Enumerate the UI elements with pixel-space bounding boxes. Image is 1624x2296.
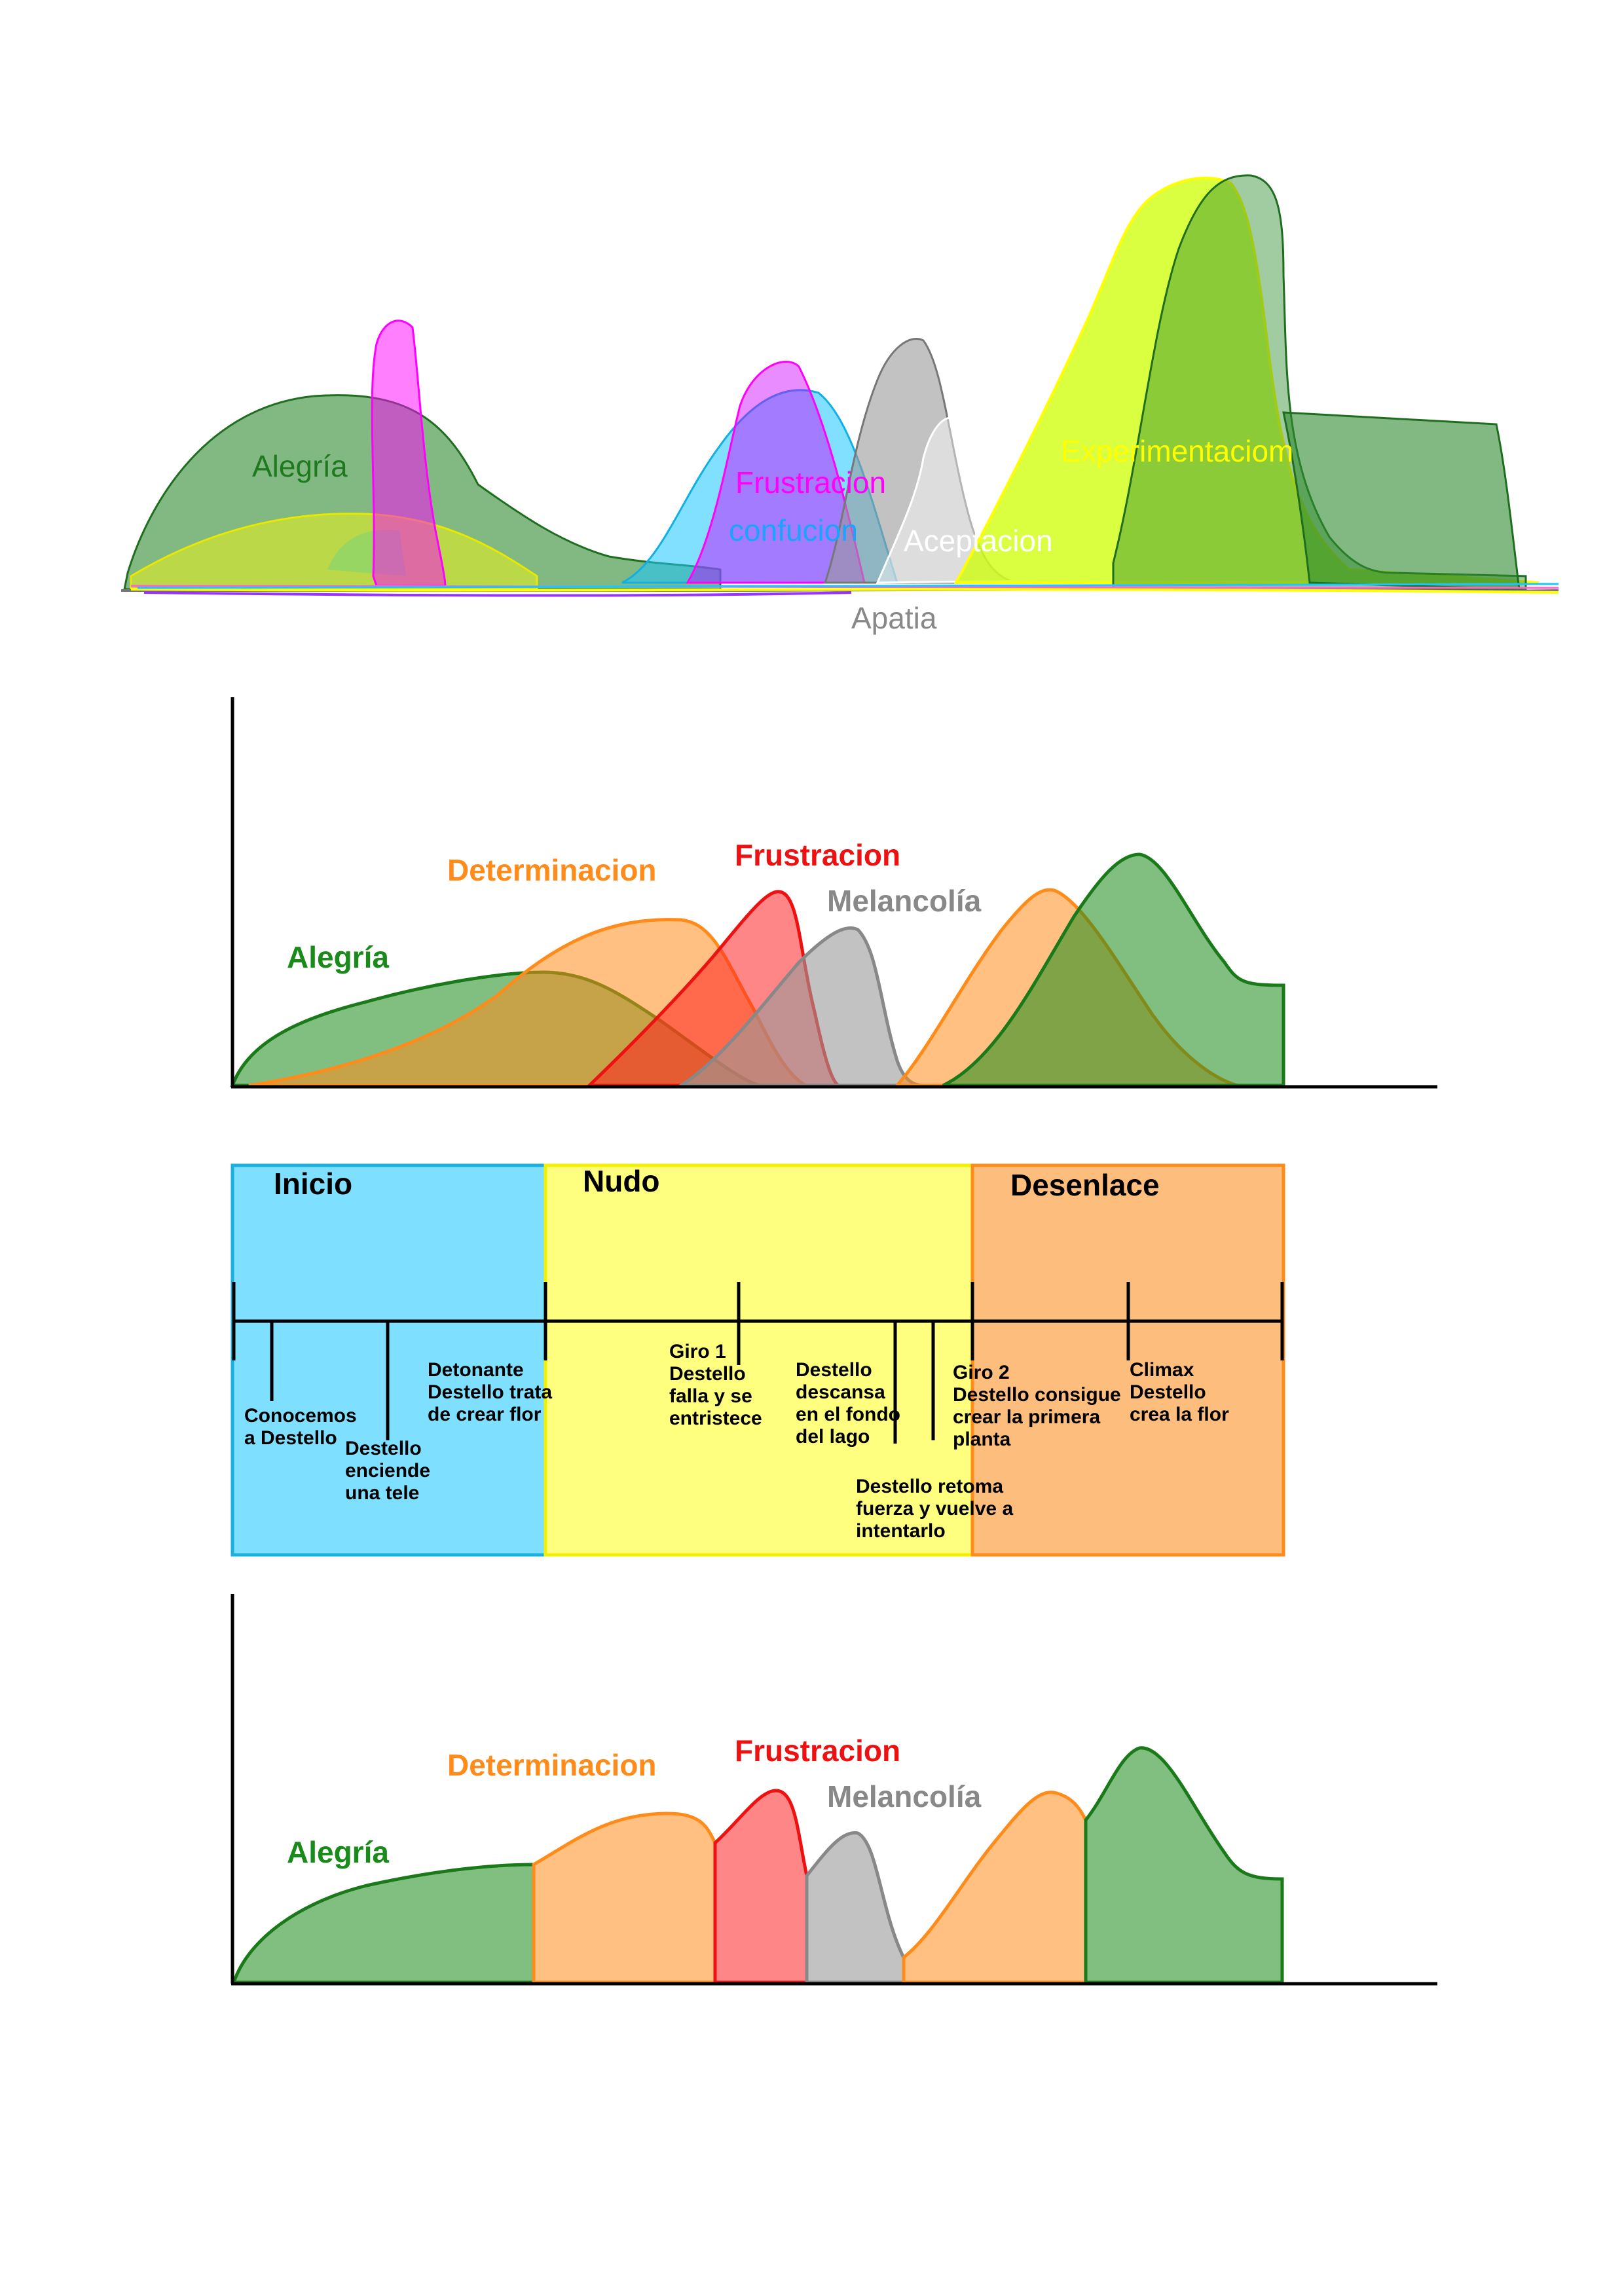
sketch-alegria-right-block — [1282, 411, 1521, 591]
section-nudo-box — [544, 1163, 974, 1557]
chart1-label-determinacion: Determinacion — [447, 853, 657, 887]
chart2-melancolia-segment — [805, 1831, 906, 1984]
chart2-frustracion-segment — [713, 1789, 809, 1984]
sketch-label-experimentacion: Experimentaciom — [1061, 434, 1293, 468]
chart2-label-alegria: Alegría — [287, 1835, 389, 1869]
chart2-determinacion-segment-2 — [902, 1791, 1088, 1984]
chart2-alegria-segment — [231, 1863, 536, 1984]
sketch-experimentacion-shape — [953, 176, 1540, 584]
sketch-label-aceptacion: Aceptacion — [904, 524, 1053, 558]
sketch-baseline-color-2 — [130, 588, 1559, 594]
event-enciende-tele: Destello enciende una tele — [345, 1438, 435, 1504]
section-inicio-title: Inicio — [274, 1167, 352, 1201]
sketch-magenta-spike-shape — [371, 319, 447, 587]
event-giro-1: Giro 1 Destello falla y se entristece — [669, 1341, 762, 1429]
chart1-melancolia-area — [675, 926, 924, 1087]
event-climax: Climax Destello crea la flor — [1130, 1359, 1229, 1425]
emotion-chart-2: Alegría Determinacion Frustracion Melanc… — [231, 1594, 1437, 1986]
chart2-alegria-segment-2 — [1084, 1746, 1284, 1984]
sketch-label-confucion: confucion — [729, 513, 858, 547]
emotion-sketch-panel: Alegría Frustracion confucion Aceptacion… — [120, 174, 1559, 635]
event-conocemos: Conocemos a Destello — [244, 1405, 362, 1449]
chart2-label-melancolia: Melancolía — [827, 1779, 982, 1813]
emotion-chart-1: Alegría Determinacion Frustracion Melanc… — [230, 697, 1437, 1089]
chart2-determinacion-segment-1 — [532, 1812, 717, 1984]
event-descansa: Destello descansa en el fondo del lago — [796, 1359, 906, 1448]
chart1-alegria-area-2 — [942, 852, 1285, 1087]
event-giro-2: Giro 2 Destello consigue crear la primer… — [953, 1362, 1126, 1450]
sketch-frustracion-shape — [686, 361, 866, 584]
section-nudo-title: Nudo — [583, 1164, 660, 1198]
story-structure: Inicio Nudo Desenlace Conocemos a Destel… — [231, 1163, 1285, 1557]
chart1-label-frustracion: Frustracion — [735, 838, 900, 872]
sketch-label-apatia: Apatia — [851, 601, 937, 635]
event-detonante: Detonante Destello trata de crear flor — [428, 1359, 557, 1425]
chart1-label-alegria: Alegría — [287, 940, 389, 974]
chart2-label-frustracion: Frustracion — [735, 1734, 900, 1768]
chart1-label-melancolia: Melancolía — [827, 884, 982, 918]
event-retoma-fuerza: Destello retoma fuerza y vuelve a intent… — [856, 1476, 1018, 1542]
sketch-label-alegria: Alegría — [252, 449, 348, 483]
section-desenlace-title: Desenlace — [1010, 1168, 1160, 1202]
chart2-label-determinacion: Determinacion — [447, 1748, 657, 1782]
sketch-baseline-color-4 — [143, 591, 852, 597]
sketch-label-frustracion: Frustracion — [735, 465, 886, 500]
